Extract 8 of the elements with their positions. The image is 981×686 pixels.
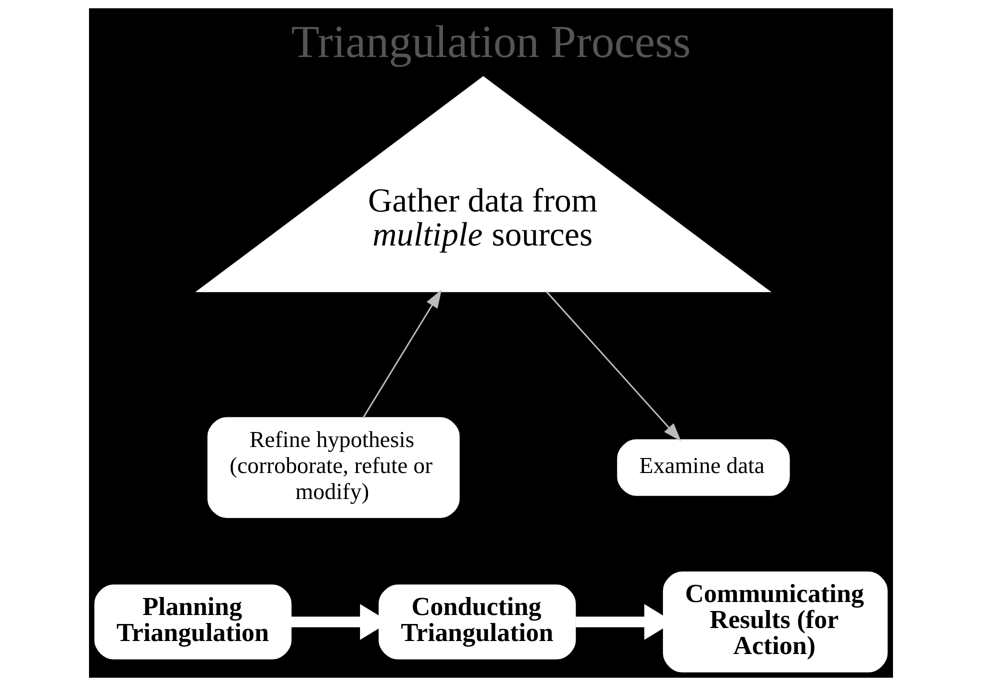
node-box: Planning Triangulation (94, 584, 292, 660)
node-box: Communicating Results (for Action) (662, 572, 888, 672)
diagram-title: Triangulation Process (290, 16, 690, 68)
arrow (545, 291, 681, 442)
node-box: Conducting Triangulation (378, 584, 576, 660)
node-box: Refine hypothesis (corroborate, refute or modify) (206, 417, 460, 518)
arrow (362, 290, 442, 418)
node-box: Examine data (616, 439, 790, 496)
